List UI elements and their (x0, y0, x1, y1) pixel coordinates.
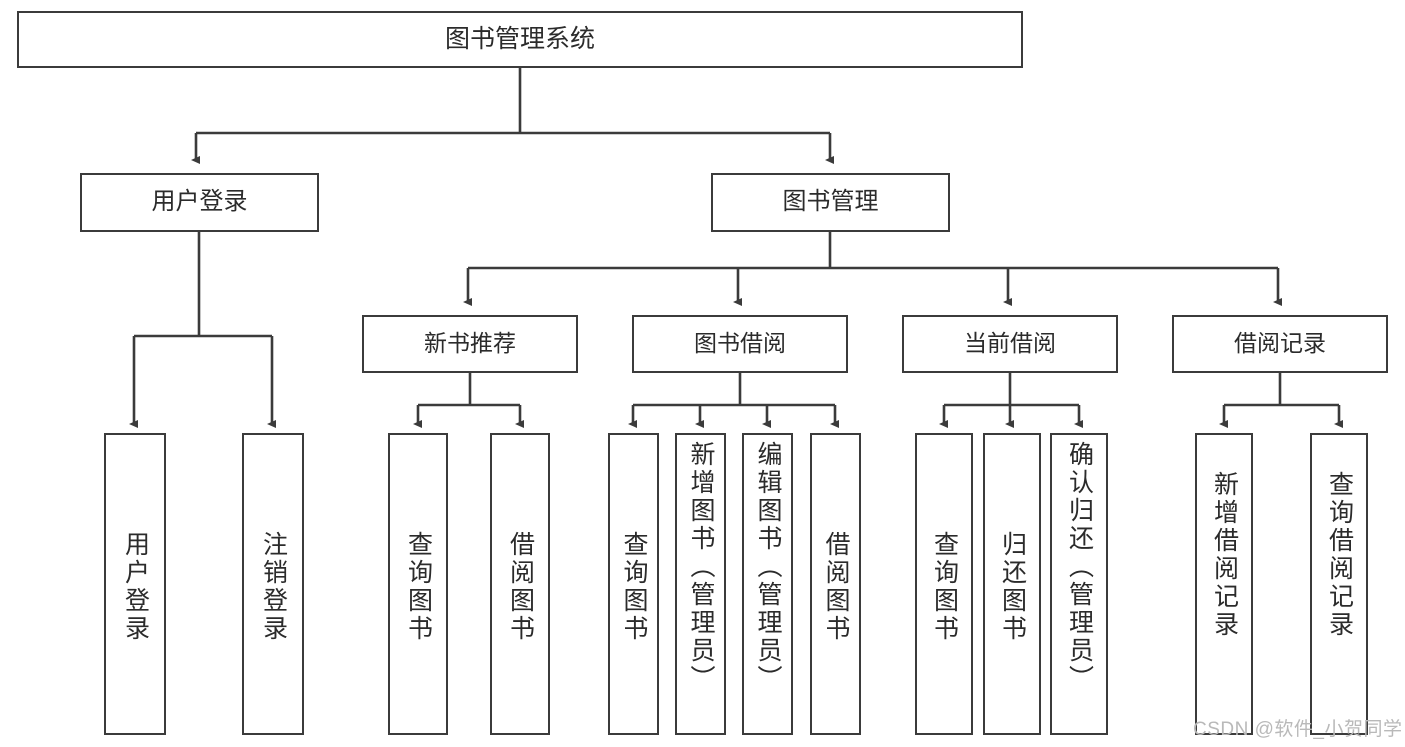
leaf-query-book-borrow[interactable]: 查询图书 (608, 433, 659, 735)
node-current-borrow[interactable]: 当前借阅 (902, 315, 1118, 373)
leaf-query-book-recommend[interactable]: 查询图书 (388, 433, 448, 735)
node-label: 查询借阅记录 (1325, 471, 1354, 639)
node-label: 新书推荐 (424, 330, 516, 357)
node-label: 当前借阅 (964, 330, 1056, 357)
node-label: 用户登录 (151, 188, 248, 216)
node-label: 新增图书（管理员） (687, 441, 715, 693)
leaf-logout-login[interactable]: 注销登录 (242, 433, 304, 735)
node-user-login[interactable]: 用户登录 (80, 173, 319, 232)
node-label: 归还图书 (998, 531, 1027, 643)
leaf-edit-book-admin[interactable]: 编辑图书（管理员） (742, 433, 793, 735)
leaf-user-login[interactable]: 用户登录 (104, 433, 166, 735)
node-new-book-recommend[interactable]: 新书推荐 (362, 315, 578, 373)
node-label: 确认归还（管理员） (1065, 441, 1094, 693)
leaf-query-borrow-record[interactable]: 查询借阅记录 (1310, 433, 1368, 735)
leaf-query-book-current[interactable]: 查询图书 (915, 433, 973, 735)
node-label: 查询图书 (404, 531, 433, 643)
node-label: 新增借阅记录 (1210, 471, 1239, 639)
node-label: 注销登录 (259, 531, 288, 643)
leaf-confirm-return-admin[interactable]: 确认归还（管理员） (1050, 433, 1108, 735)
leaf-return-book[interactable]: 归还图书 (983, 433, 1041, 735)
node-book-borrow[interactable]: 图书借阅 (632, 315, 848, 373)
node-label: 借阅图书 (822, 531, 850, 643)
node-label: 查询图书 (930, 531, 959, 643)
node-book-manage[interactable]: 图书管理 (711, 173, 950, 232)
leaf-add-borrow-record[interactable]: 新增借阅记录 (1195, 433, 1253, 735)
node-label: 图书管理 (782, 188, 879, 216)
csdn-watermark: CSDN @软件_小贺同学 (1193, 719, 1403, 740)
node-label: 查询图书 (620, 531, 648, 643)
leaf-borrow-book-borrow[interactable]: 借阅图书 (810, 433, 861, 735)
node-book-management-system[interactable]: 图书管理系统 (17, 11, 1023, 68)
node-label: 用户登录 (121, 531, 150, 643)
node-label: 编辑图书（管理员） (754, 441, 782, 693)
node-label: 借阅图书 (506, 531, 535, 643)
node-borrow-record[interactable]: 借阅记录 (1172, 315, 1388, 373)
node-label: 图书管理系统 (444, 24, 595, 53)
leaf-borrow-book-recommend[interactable]: 借阅图书 (490, 433, 550, 735)
node-label: 借阅记录 (1234, 330, 1326, 357)
leaf-add-book-admin[interactable]: 新增图书（管理员） (675, 433, 726, 735)
node-label: 图书借阅 (694, 330, 786, 357)
